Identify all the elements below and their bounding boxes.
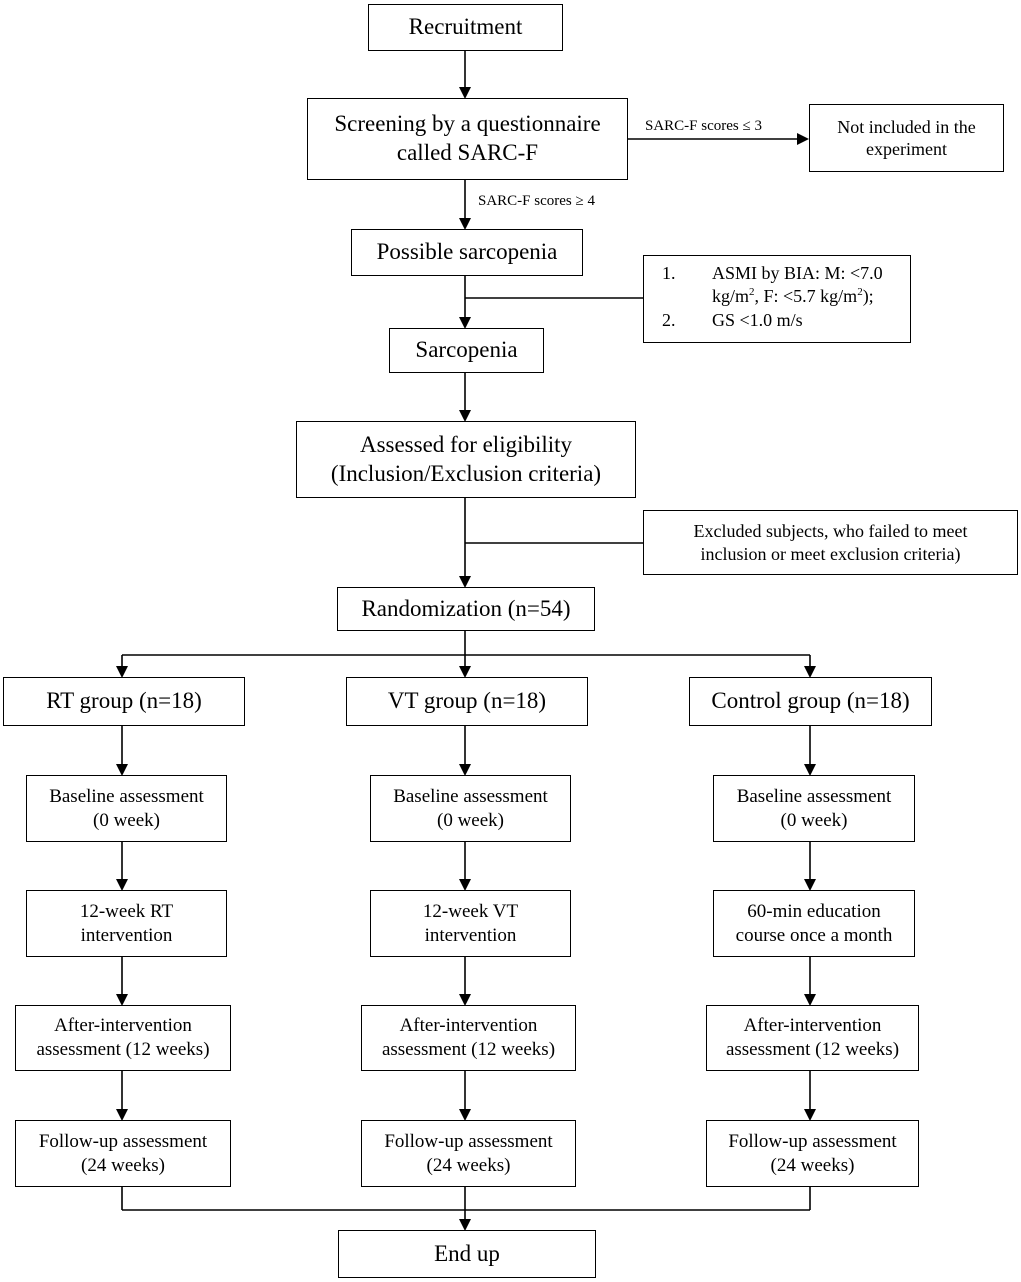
vt-followup-line-2: (24 weeks)	[426, 1154, 511, 1176]
vt-baseline-box: Baseline assessment (0 week)	[370, 775, 571, 842]
control-after-line-1: After-intervention	[743, 1015, 882, 1037]
control-followup-box: Follow-up assessment (24 weeks)	[706, 1120, 919, 1187]
recruitment-box: Recruitment	[368, 4, 563, 51]
possible-sarcopenia-label: Possible sarcopenia	[376, 239, 558, 265]
criterion-1-number: 1.	[662, 263, 676, 283]
criterion-1: 1. ASMI by BIA: M: <7.0 kg/m2, F: <5.7 k…	[652, 262, 902, 309]
vt-after-box: After-intervention assessment (12 weeks)	[361, 1005, 576, 1071]
vt-followup-box: Follow-up assessment (24 weeks)	[361, 1120, 576, 1187]
criterion-1-unit-b: , F: <5.7 kg/m	[754, 286, 858, 307]
rt-baseline-line-1: Baseline assessment	[49, 785, 204, 807]
excluded-box: Excluded subjects, who failed to meet in…	[643, 510, 1018, 575]
randomization-box: Randomization (n=54)	[337, 587, 595, 631]
screening-line-2: called SARC-F	[396, 140, 539, 165]
criterion-1-sup-1: 2	[749, 286, 755, 299]
control-intervention-line-1: 60-min education	[747, 900, 881, 922]
control-group-box: Control group (n=18)	[689, 677, 932, 726]
criterion-2-number: 2.	[662, 309, 676, 330]
excluded-line-2: inclusion or meet exclusion criteria)	[700, 543, 961, 564]
criterion-1-line-1: ASMI by BIA: M: <7.0	[712, 263, 883, 283]
criterion-2-text: GS <1.0 m/s	[712, 309, 803, 330]
randomization-label: Randomization (n=54)	[361, 595, 571, 621]
vt-after-line-1: After-intervention	[399, 1015, 538, 1037]
not-included-line-1: Not included in the	[837, 116, 976, 137]
possible-sarcopenia-box: Possible sarcopenia	[351, 229, 583, 276]
rt-group-label: RT group (n=18)	[46, 688, 202, 714]
vt-group-label: VT group (n=18)	[387, 688, 547, 714]
vt-group-box: VT group (n=18)	[346, 677, 588, 726]
criterion-1-unit-c: );	[862, 286, 874, 307]
criterion-1-unit-a: kg/m	[712, 286, 750, 307]
rt-intervention-line-1: 12-week RT	[79, 900, 174, 922]
rt-baseline-box: Baseline assessment (0 week)	[26, 775, 227, 842]
vt-followup-line-1: Follow-up assessment	[384, 1130, 553, 1152]
rt-followup-line-2: (24 weeks)	[81, 1154, 165, 1176]
rt-intervention-box: 12-week RT intervention	[26, 890, 227, 957]
criterion-2: 2. GS <1.0 m/s	[652, 309, 902, 332]
excluded-line-1: Excluded subjects, who failed to meet	[693, 521, 968, 541]
vt-intervention-line-1: 12-week VT	[422, 900, 519, 922]
criterion-1-sup-2: 2	[857, 286, 863, 299]
rt-followup-box: Follow-up assessment (24 weeks)	[15, 1120, 231, 1187]
control-group-label: Control group (n=18)	[711, 688, 910, 714]
rt-group-box: RT group (n=18)	[3, 677, 245, 726]
rt-intervention-line-2: intervention	[80, 924, 173, 946]
eligibility-line-2: (Inclusion/Exclusion criteria)	[330, 460, 602, 486]
control-followup-line-1: Follow-up assessment	[728, 1130, 897, 1152]
vt-intervention-box: 12-week VT intervention	[370, 890, 571, 957]
control-intervention-box: 60-min education course once a month	[713, 890, 915, 957]
edge-label-score-low: SARC-F scores ≤ 3	[645, 118, 762, 134]
not-included-line-2: experiment	[866, 139, 947, 159]
vt-baseline-line-1: Baseline assessment	[393, 785, 548, 807]
vt-after-line-2: assessment (12 weeks)	[381, 1039, 556, 1060]
control-baseline-line-1: Baseline assessment	[736, 785, 892, 807]
end-label: End up	[434, 1240, 500, 1266]
not-included-box: Not included in the experiment	[809, 104, 1004, 172]
criterion-1-line-2: kg/m2, F: <5.7 kg/m2);	[712, 286, 874, 306]
rt-followup-line-1: Follow-up assessment	[38, 1130, 208, 1152]
control-baseline-line-2: (0 week)	[780, 809, 848, 831]
control-baseline-box: Baseline assessment (0 week)	[713, 775, 915, 842]
rt-after-line-2: assessment (12 weeks)	[36, 1039, 210, 1060]
vt-intervention-line-2: intervention	[424, 924, 517, 946]
sarcopenia-label: Sarcopenia	[415, 337, 518, 363]
control-followup-line-2: (24 weeks)	[770, 1154, 855, 1176]
eligibility-line-1: Assessed for eligibility	[359, 431, 573, 457]
edge-label-score-high: SARC-F scores ≥ 4	[478, 193, 595, 209]
control-intervention-line-2: course once a month	[735, 924, 893, 946]
control-after-box: After-intervention assessment (12 weeks)	[706, 1005, 919, 1071]
criterion-1-text: ASMI by BIA: M: <7.0 kg/m2, F: <5.7 kg/m…	[712, 262, 883, 309]
sarcopenia-box: Sarcopenia	[389, 328, 544, 373]
recruitment-label: Recruitment	[408, 14, 523, 40]
eligibility-box: Assessed for eligibility (Inclusion/Excl…	[296, 421, 636, 498]
screening-box: Screening by a questionnaire called SARC…	[307, 98, 628, 180]
control-after-line-2: assessment (12 weeks)	[725, 1039, 900, 1060]
rt-after-box: After-intervention assessment (12 weeks)	[15, 1005, 231, 1071]
screening-line-1: Screening by a questionnaire	[334, 111, 601, 137]
rt-baseline-line-2: (0 week)	[93, 809, 160, 831]
vt-baseline-line-2: (0 week)	[437, 809, 504, 831]
rt-after-line-1: After-intervention	[54, 1015, 192, 1037]
diagnosis-criteria-box: 1. ASMI by BIA: M: <7.0 kg/m2, F: <5.7 k…	[643, 255, 911, 343]
end-box: End up	[338, 1230, 596, 1278]
